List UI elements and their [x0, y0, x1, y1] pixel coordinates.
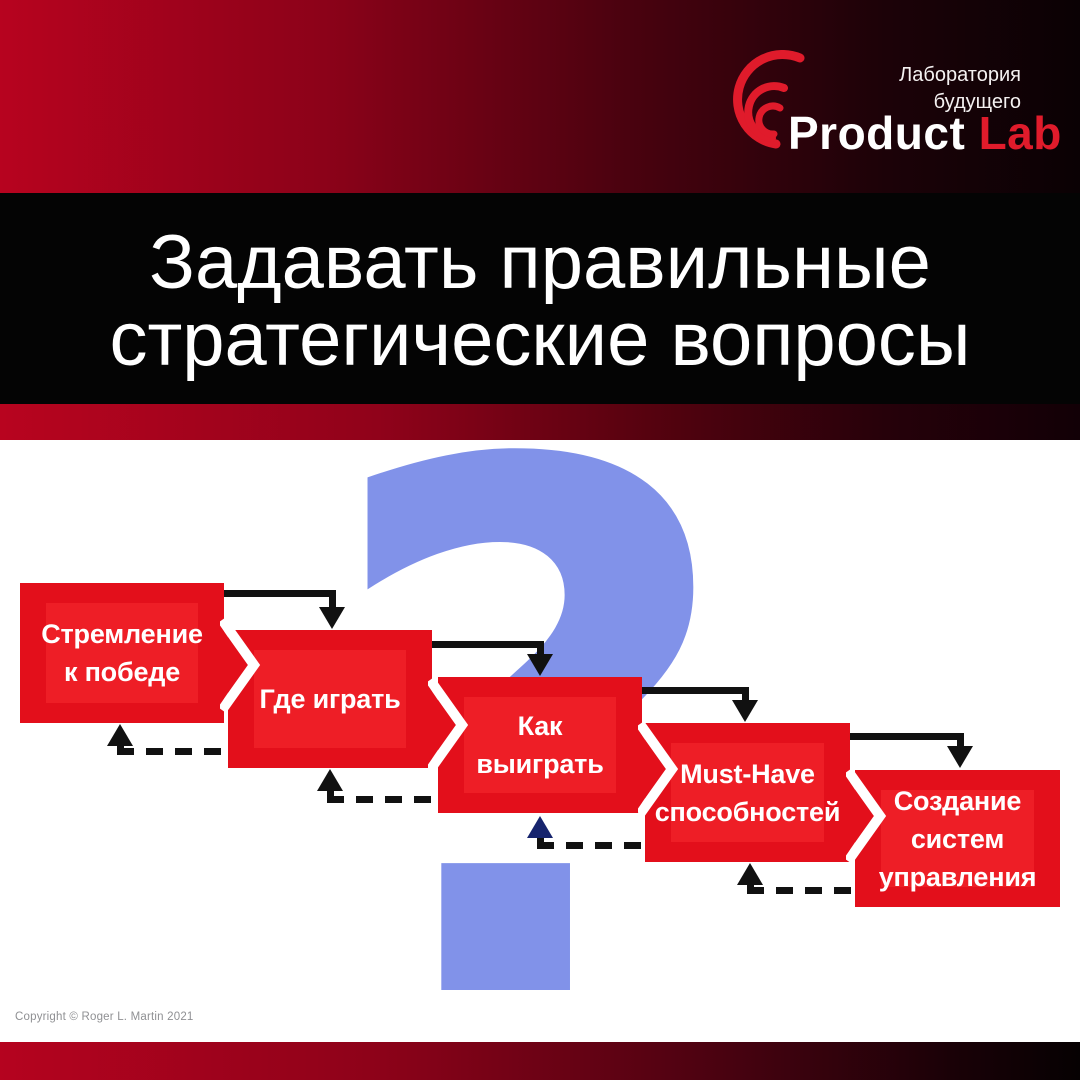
forward-arrow-line: [848, 733, 964, 740]
brand-logo: Product Lab: [788, 106, 1062, 160]
feedback-arrowhead-icon: [527, 816, 553, 838]
box-label-line: к победе: [63, 657, 181, 687]
feedback-arrowhead-icon: [317, 769, 343, 791]
feedback-arrowhead-icon: [107, 724, 133, 746]
box-label-line: Must-Have: [680, 758, 815, 789]
tagline-line-1: Лаборатория: [899, 64, 1021, 86]
page-title: Задавать правильные стратегические вопро…: [0, 224, 1080, 378]
cascade-box-how-to-win: Как выиграть: [438, 677, 642, 813]
forward-arrow-line: [537, 641, 544, 655]
box-inner-panel: [464, 697, 616, 793]
forward-arrow-line: [222, 590, 336, 597]
cascade-box-capabilities: Must-Have способностей: [645, 723, 850, 862]
cascade-box-management-systems: Создание систем управления: [855, 770, 1060, 907]
forward-arrow-line: [329, 590, 336, 608]
forward-arrowhead-icon: [527, 654, 553, 676]
box-label-line: систем: [910, 823, 1005, 854]
brand-product: Product: [788, 107, 966, 159]
box-label-line: управления: [878, 861, 1037, 892]
feedback-arrowhead-icon: [737, 863, 763, 885]
title-band: Задавать правильные стратегические вопро…: [0, 193, 1080, 404]
box-inner-panel: [254, 650, 406, 748]
brand-tagline: Лаборатория будущего: [899, 62, 1021, 116]
product-lab-arcs-icon: [733, 50, 805, 149]
header-band: Product Lab Лаборатория будущего: [0, 0, 1080, 193]
feedback-arrow-line: [117, 748, 248, 755]
feedback-arrow-line: [327, 796, 458, 803]
brand-lab: Lab: [978, 107, 1062, 159]
feedback-arrow-line: [537, 842, 665, 849]
forward-arrowhead-icon: [319, 607, 345, 629]
cascade-box-where-to-play: Где играть: [228, 630, 432, 768]
box-label-line: Где играть: [259, 684, 401, 714]
box-label-line: выиграть: [476, 749, 604, 779]
box-label-line: Создание: [893, 785, 1022, 816]
forward-arrowhead-icon: [947, 746, 973, 768]
page-title-line-1: Задавать правильные: [149, 220, 931, 305]
box-inner-panel: [881, 790, 1034, 887]
box-inner-panel: [671, 743, 824, 842]
copyright-text: Copyright © Roger L. Martin 2021: [15, 1011, 194, 1023]
forward-arrow-line: [430, 641, 544, 648]
forward-arrow-line: [957, 733, 964, 747]
forward-arrow-line: [742, 687, 749, 701]
red-accent-strip: [0, 404, 1080, 440]
page-title-line-2: стратегические вопросы: [109, 297, 971, 382]
forward-arrowhead-icon: [732, 700, 758, 722]
footer-bar: [0, 1042, 1080, 1080]
forward-arrow-line: [640, 687, 749, 694]
tagline-line-2: будущего: [933, 91, 1021, 113]
feedback-arrow-line: [747, 887, 875, 894]
box-label-line: Как: [517, 711, 563, 741]
cascade-box-aspiration: Стремление к победе: [20, 583, 224, 723]
box-inner-panel: [46, 603, 198, 703]
box-label-line: Стремление: [41, 619, 203, 649]
box-label-line: способностей: [654, 796, 841, 827]
